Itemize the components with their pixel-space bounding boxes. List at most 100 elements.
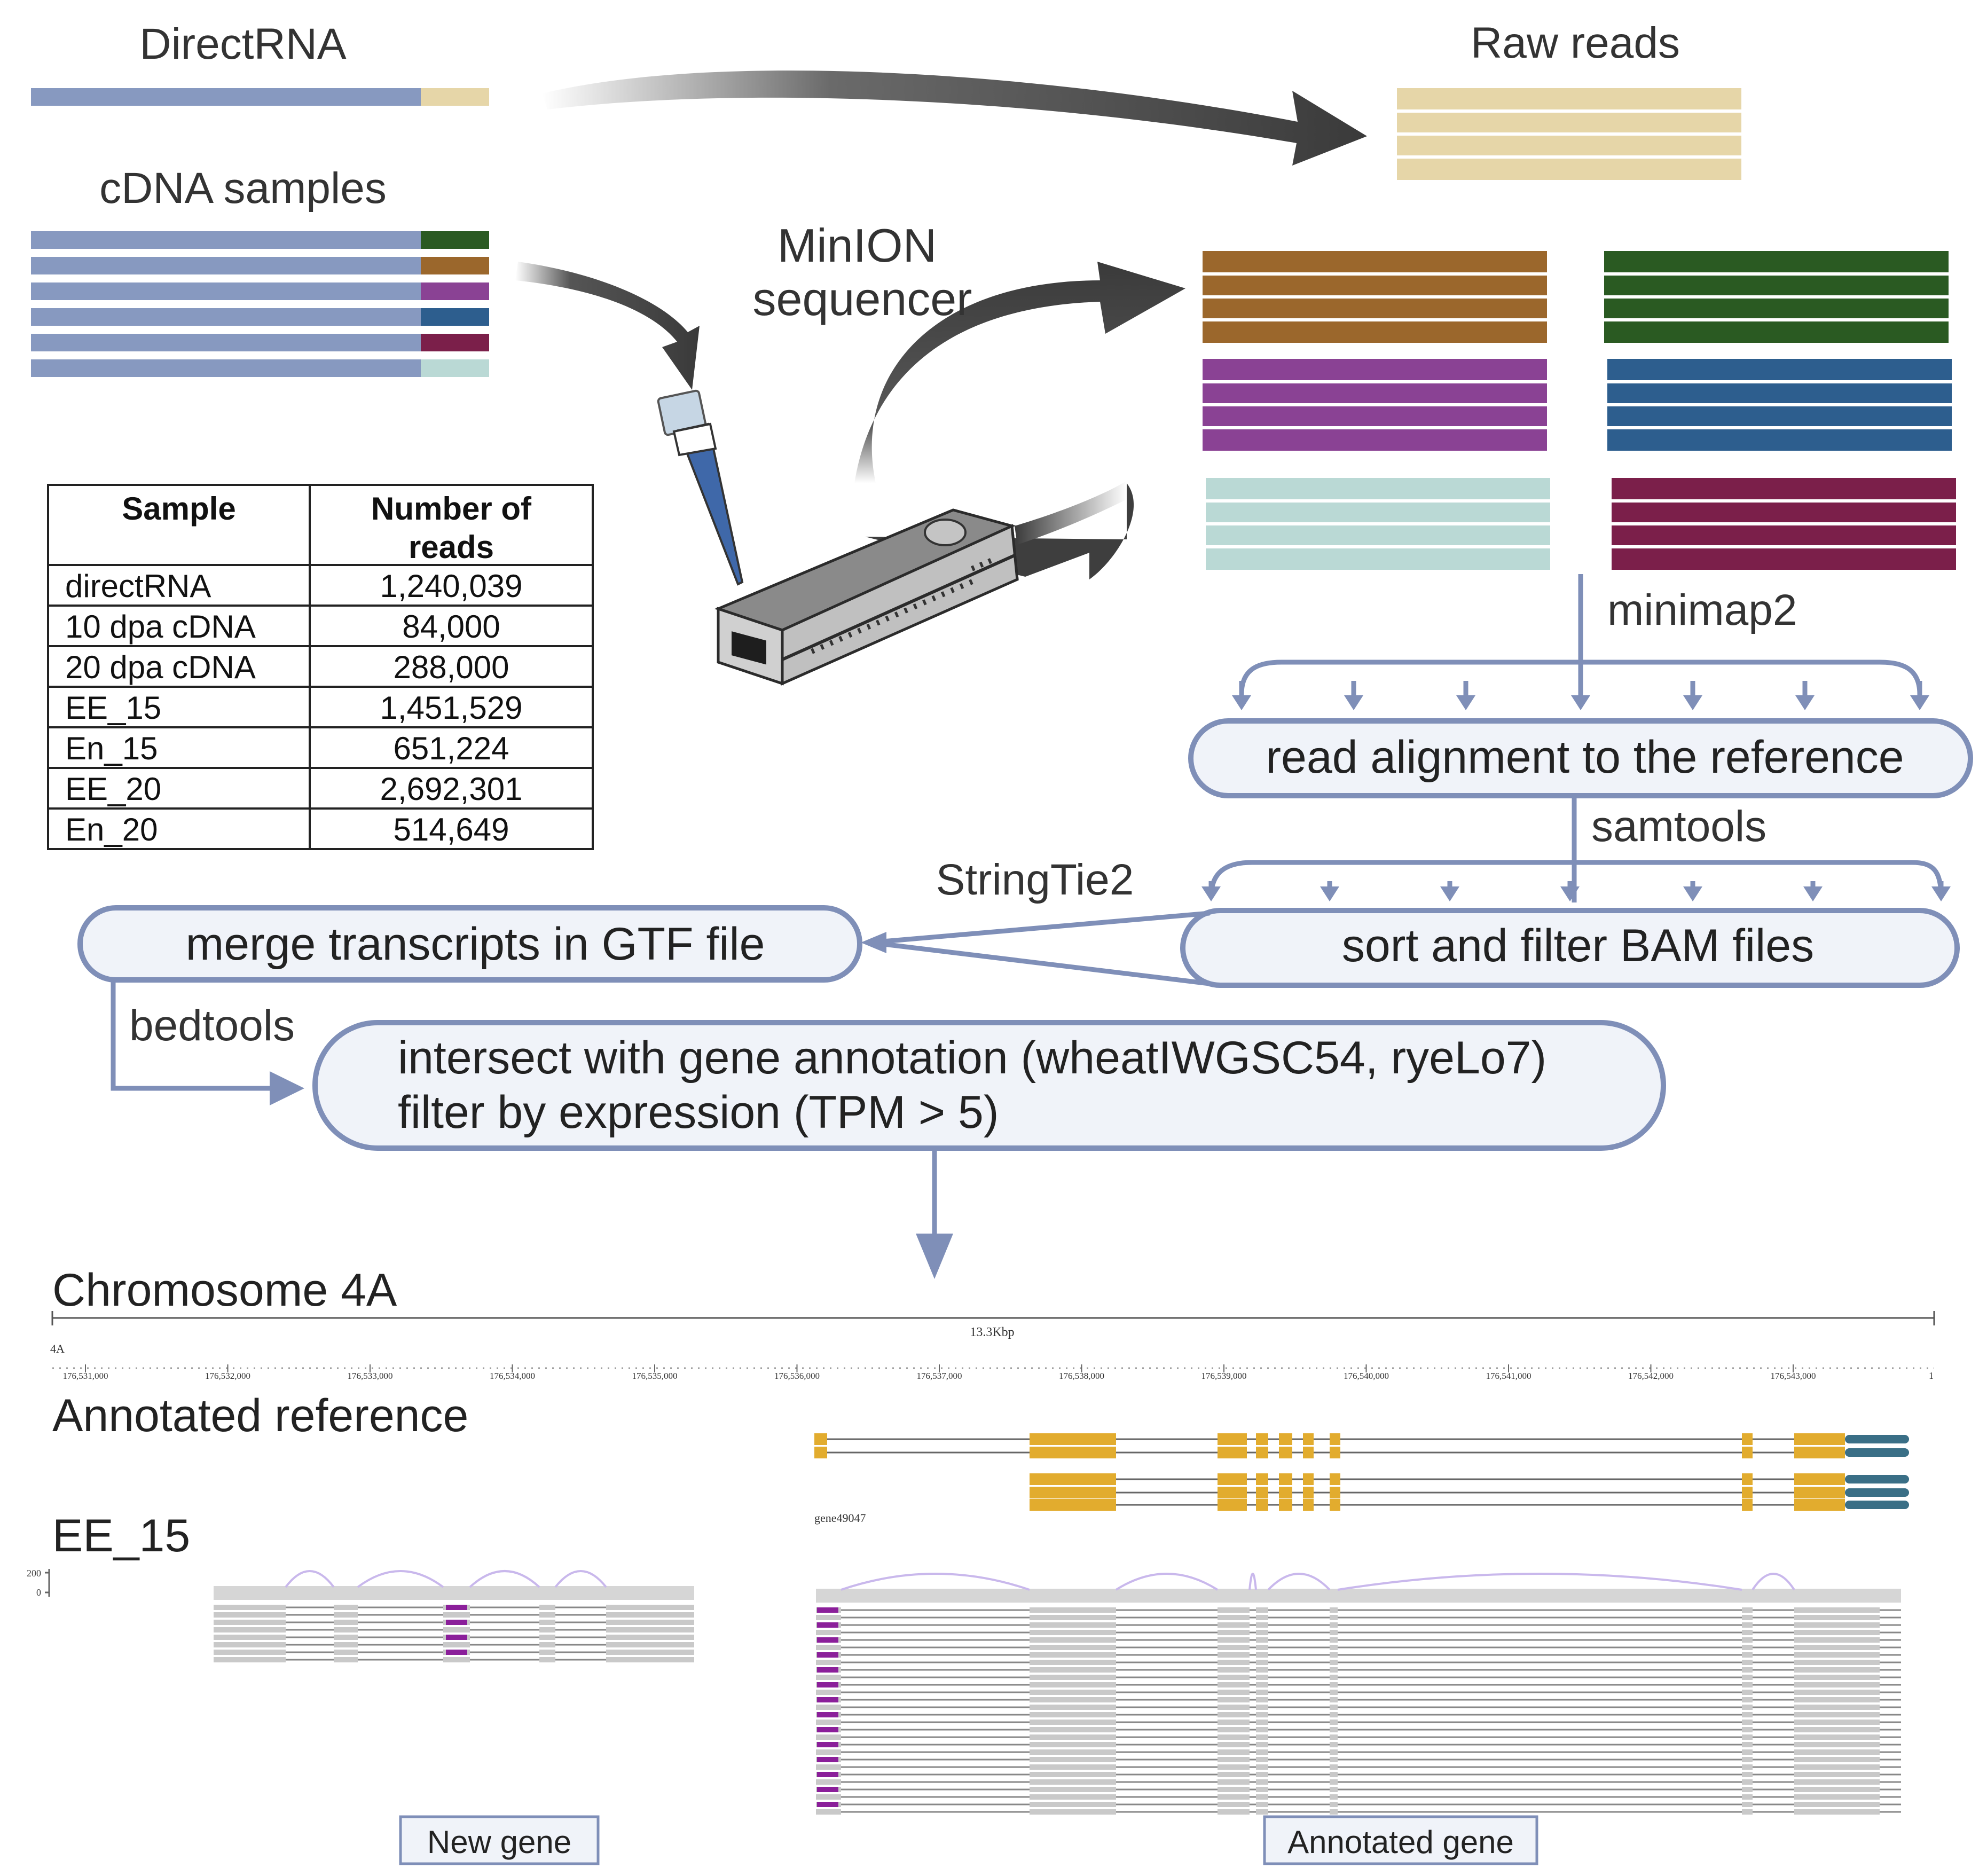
read-block <box>816 1660 841 1665</box>
read-block <box>1742 1794 1753 1800</box>
table-cell-sample: directRNA <box>65 568 211 604</box>
read-block <box>1218 1637 1250 1643</box>
chromosome-title: Chromosome 4A <box>52 1265 397 1316</box>
read-block <box>1794 1802 1880 1807</box>
read-block <box>1218 1630 1250 1635</box>
read-block <box>214 1657 286 1662</box>
ruler-tick-label: 176,543,000 <box>1771 1371 1816 1381</box>
junction-arc <box>1115 1573 1219 1591</box>
read-block <box>1330 1697 1338 1702</box>
table-cell-reads: 651,224 <box>394 731 509 766</box>
read-block <box>1330 1690 1338 1695</box>
read-block <box>1742 1727 1753 1732</box>
table-header-reads-line1: Number of <box>371 491 532 527</box>
mismatch-block <box>446 1650 467 1655</box>
cdna-bar-3 <box>31 282 421 300</box>
read-block <box>1256 1630 1268 1635</box>
coverage-band <box>214 1586 694 1600</box>
scale-200: 200 <box>27 1568 41 1579</box>
read-block <box>1330 1727 1338 1732</box>
read-block <box>1794 1809 1880 1815</box>
cdna-bar-1 <box>31 231 421 249</box>
read-block <box>1256 1757 1268 1762</box>
transcript-model <box>814 1447 1909 1458</box>
scale-0: 0 <box>36 1587 41 1598</box>
cdna-barcode-2 <box>421 257 489 274</box>
reads-en20 <box>1612 478 1956 570</box>
read-block <box>606 1605 694 1610</box>
read-block <box>1030 1794 1116 1800</box>
reads-20dpa <box>1604 251 1949 343</box>
read-block <box>1218 1705 1250 1710</box>
read-block <box>816 1645 841 1650</box>
read-block <box>1742 1720 1753 1725</box>
read-block <box>1330 1809 1338 1815</box>
alignment-step-text: read alignment to the reference <box>1266 732 1904 783</box>
read-block <box>1256 1727 1268 1732</box>
table-cell-reads: 288,000 <box>394 649 509 685</box>
mismatch-block <box>817 1712 838 1717</box>
read-block <box>334 1650 358 1655</box>
transcript-model <box>814 1433 1909 1445</box>
read-block <box>1794 1667 1880 1673</box>
transcript-model <box>1030 1473 1909 1485</box>
mismatch-block <box>446 1620 467 1625</box>
read-block <box>1794 1637 1880 1643</box>
read-block <box>1218 1660 1250 1665</box>
intersect-step-text-line1: intersect with gene annotation (wheatIWG… <box>398 1032 1546 1084</box>
read-block <box>1030 1697 1116 1702</box>
arrow-to-tube <box>515 262 700 390</box>
read-block <box>214 1627 286 1632</box>
read-block <box>1742 1637 1753 1643</box>
fan-arrow-head <box>1571 695 1590 710</box>
table-header-sample: Sample <box>122 491 235 527</box>
raw-reads-label: Raw reads <box>1471 19 1680 67</box>
read-block <box>1794 1727 1880 1732</box>
read-block <box>1742 1615 1753 1620</box>
read-block <box>1218 1779 1250 1785</box>
read-block <box>1794 1742 1880 1747</box>
read-block <box>606 1612 694 1618</box>
read-block <box>1256 1794 1268 1800</box>
read-block <box>1256 1712 1268 1717</box>
read-block <box>1256 1705 1268 1710</box>
fan-arrow-head <box>1683 886 1702 901</box>
table-cell-sample: En_15 <box>65 731 158 766</box>
read-block <box>1742 1630 1753 1635</box>
read-block <box>1030 1742 1116 1747</box>
read-block <box>1742 1757 1753 1762</box>
read-block <box>1742 1622 1753 1628</box>
read-block <box>214 1612 286 1618</box>
ruler-tick-label: 176,533,000 <box>348 1371 393 1381</box>
mismatch-block <box>817 1682 838 1687</box>
read-block <box>1794 1757 1880 1762</box>
read-block <box>1030 1809 1116 1815</box>
read-block <box>816 1764 841 1770</box>
read-block <box>1794 1764 1880 1770</box>
ruler-tick-label: 176,538,000 <box>1059 1371 1104 1381</box>
read-block <box>1218 1697 1250 1702</box>
fan-arrow-head <box>1683 695 1702 710</box>
read-block <box>1256 1607 1268 1613</box>
intersect-step-box <box>312 1020 1666 1151</box>
arrow-to-raw-reads <box>542 70 1367 166</box>
read-block <box>1256 1652 1268 1658</box>
read-block <box>1218 1720 1250 1725</box>
cdna-barcode-1 <box>421 231 489 249</box>
read-block <box>334 1635 358 1640</box>
read-block <box>1330 1622 1338 1628</box>
read-block <box>606 1657 694 1662</box>
fan-arrow-head <box>1320 886 1339 901</box>
read-block <box>1218 1802 1250 1807</box>
ruler-tick-label: 176,536,000 <box>774 1371 820 1381</box>
stringtie2-label: StringTie2 <box>936 855 1134 904</box>
read-block <box>1030 1667 1116 1673</box>
read-block <box>443 1612 470 1618</box>
read-block <box>816 1690 841 1695</box>
read-block <box>1030 1727 1116 1732</box>
table-cell-sample: En_20 <box>65 812 158 847</box>
sample-track-label: EE_15 <box>52 1510 190 1561</box>
read-block <box>1742 1787 1753 1792</box>
mismatch-block <box>817 1697 838 1702</box>
